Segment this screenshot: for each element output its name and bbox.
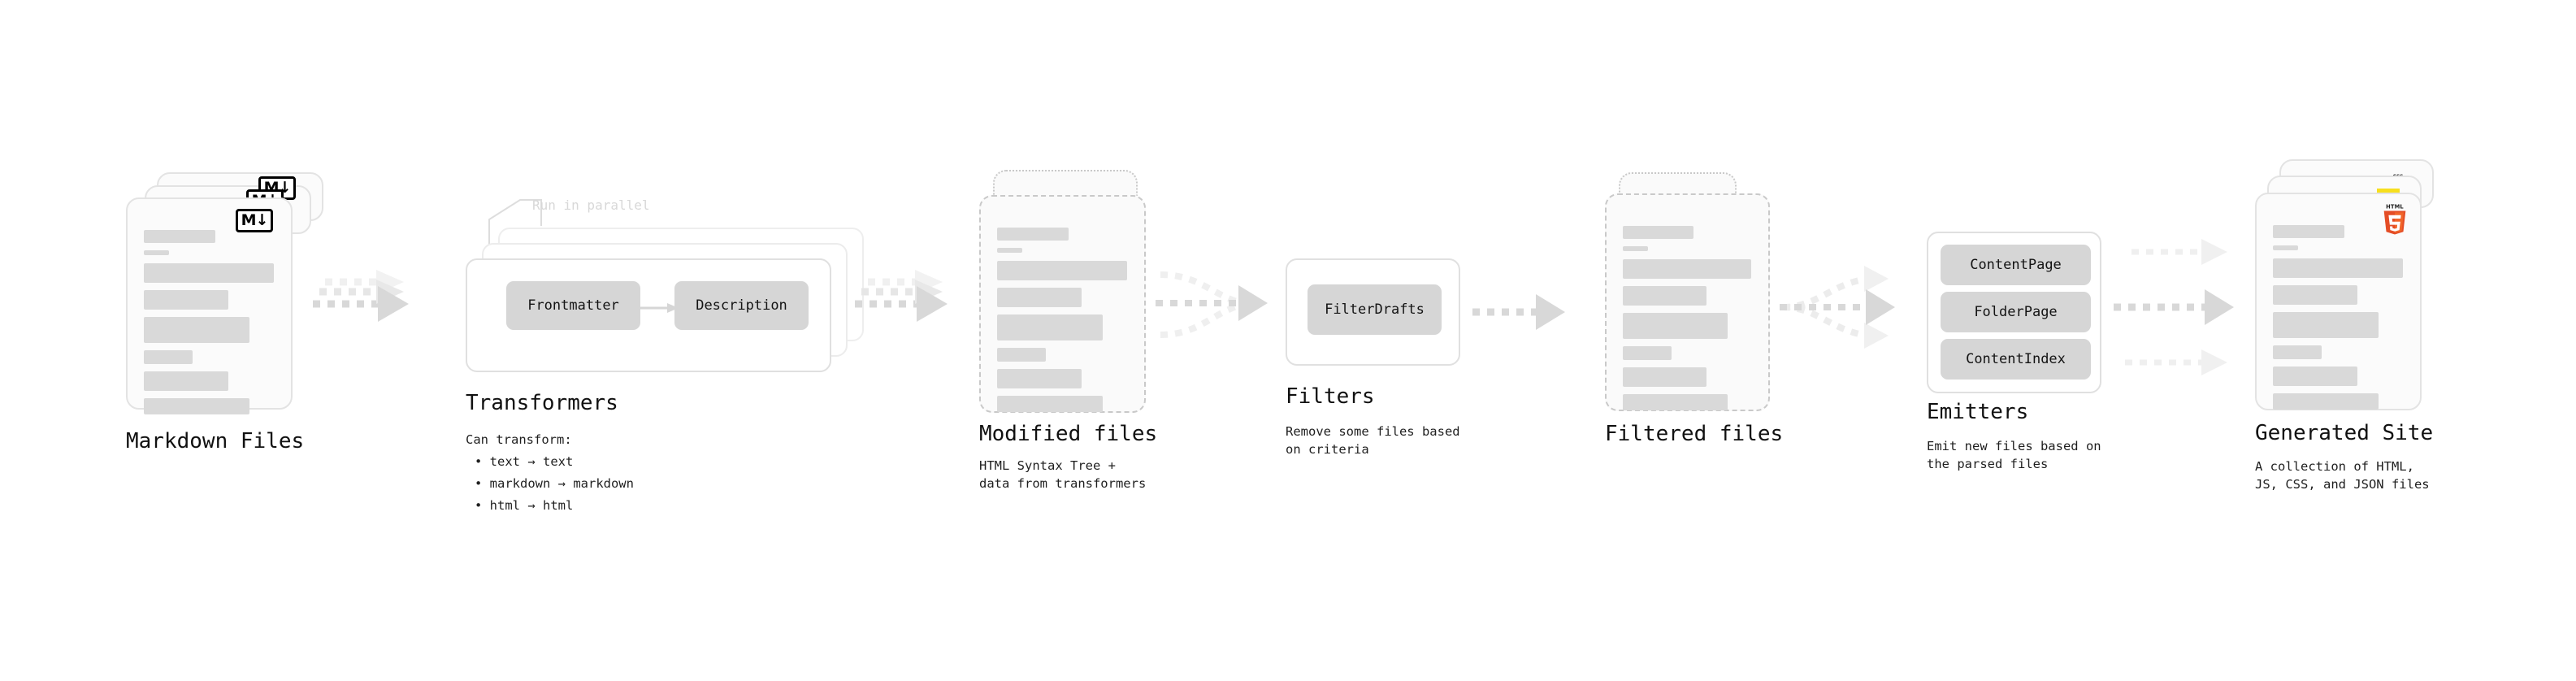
generated-site-title: Generated Site: [2255, 421, 2434, 445]
generated-site-caption: A collection of HTML, JS, CSS, and JSON …: [2255, 459, 2430, 492]
emitters-box: ContentPage FolderPage ContentIndex: [1927, 232, 2101, 393]
svg-text:HTML: HTML: [2386, 204, 2404, 210]
frontmatter-to-description-arrow: [640, 303, 679, 313]
modified-files-caption: HTML Syntax Tree + data from transformer…: [979, 458, 1147, 492]
transformers-box: Frontmatter Description: [466, 258, 831, 372]
markdown-card-front: M↓: [126, 197, 293, 414]
html5-badge-icon: HTML: [2383, 204, 2406, 235]
filters-title: Filters: [1286, 384, 1375, 409]
connector-transformers-to-modified: [855, 270, 948, 322]
connector-modified-to-filters: [1156, 271, 1268, 338]
site-card-front: HTML: [2255, 193, 2422, 410]
filtered-placeholder-lines: [1623, 226, 1754, 418]
site-placeholder-lines: [2273, 225, 2405, 417]
connector-markdown-to-transformers: [313, 270, 409, 322]
filtered-card-front: [1605, 193, 1770, 411]
connector-filtered-to-emitters: [1780, 266, 1895, 349]
chip-folderpage[interactable]: FolderPage: [1941, 292, 2091, 332]
chip-description[interactable]: Description: [674, 281, 809, 330]
filters-caption: Remove some files based on criteria: [1286, 424, 1460, 458]
filtered-files-title: Filtered files: [1605, 422, 1784, 446]
chip-contentindex[interactable]: ContentIndex: [1941, 339, 2091, 380]
chip-contentpage[interactable]: ContentPage: [1941, 245, 2091, 285]
emitters-caption: Emit new files based on the parsed files: [1927, 439, 2101, 472]
chip-filterdrafts[interactable]: FilterDrafts: [1308, 284, 1442, 335]
chip-frontmatter[interactable]: Frontmatter: [506, 281, 640, 330]
modified-placeholder-lines: [997, 228, 1130, 419]
emitters-title: Emitters: [1927, 400, 2029, 424]
markdown-badge: M↓: [236, 209, 273, 232]
transformers-bullet-1: • markdown → markdown: [475, 476, 634, 491]
markdown-files-title: Markdown Files: [126, 429, 305, 453]
connector-filters-to-filtered: [1472, 294, 1565, 330]
transformers-caption: Can transform:: [466, 432, 572, 447]
modified-files-title: Modified files: [979, 422, 1158, 446]
modified-card-front: [979, 195, 1146, 413]
transformers-bullet-2: • html → html: [475, 498, 574, 513]
transformers-title: Transformers: [466, 391, 618, 415]
run-in-parallel-label: Run in parallel: [532, 197, 650, 213]
filters-box: FilterDrafts: [1286, 258, 1460, 366]
transformers-bullet-0: • text → text: [475, 454, 574, 469]
markdown-placeholder-lines: [144, 230, 276, 422]
connector-emitters-to-site: [2114, 239, 2234, 375]
run-in-parallel-bracket: [488, 199, 542, 245]
